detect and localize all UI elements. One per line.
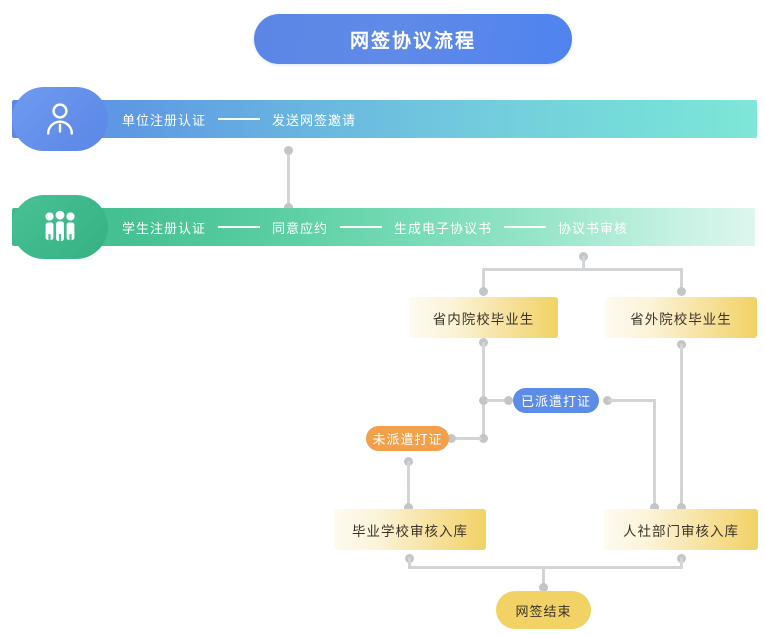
connector-merge-to-end	[542, 566, 545, 590]
connector-dot	[447, 434, 456, 443]
connector-dot	[404, 503, 413, 512]
connector-dot	[539, 583, 548, 592]
connector-dot	[284, 203, 293, 212]
connector-in-province-down	[482, 342, 485, 442]
lane-company-step-2: 发送网签邀请	[272, 112, 357, 128]
lane-student: 学生注册认证 同意应约 生成电子协议书 协议书审核	[12, 195, 755, 259]
lane-company-connector-1	[218, 118, 261, 120]
node-school-audit[interactable]: 毕业学校审核入库	[334, 509, 486, 550]
connector-school-merge	[408, 557, 411, 569]
connector-dot	[479, 287, 488, 296]
single-person-icon	[12, 87, 108, 151]
connector-dispatched-right	[608, 399, 656, 402]
connector-hr-merge	[680, 557, 683, 569]
page-title: 网签协议流程	[254, 14, 572, 64]
connector-dot	[603, 396, 612, 405]
lane-student-step-1: 学生注册认证	[122, 220, 207, 236]
lane-student-connector-3	[504, 226, 547, 228]
lane-student-connector-2	[340, 226, 383, 228]
connector-branch-right	[680, 268, 683, 290]
lane-student-bar	[12, 208, 755, 246]
connector-out-province-down	[680, 344, 683, 507]
lane-student-step-3: 生成电子协议书	[394, 220, 493, 236]
node-out-province-graduate[interactable]: 省外院校毕业生	[605, 297, 757, 338]
connector-not-dispatched-down	[407, 461, 410, 507]
node-dispatched[interactable]: 已派遣打证	[513, 388, 599, 413]
group-people-icon	[12, 195, 108, 259]
connector-dot	[284, 146, 293, 155]
node-not-dispatched[interactable]: 未派遣打证	[366, 426, 449, 451]
connector-dot	[479, 434, 488, 443]
lane-company-bar	[12, 100, 757, 138]
lane-student-step-2: 同意应约	[272, 220, 329, 236]
connector-dispatched-down	[653, 399, 656, 507]
node-end[interactable]: 网签结束	[496, 591, 591, 629]
connector-dot	[479, 396, 488, 405]
lane-student-steps: 学生注册认证 同意应约 生成电子协议书 协议书审核	[122, 208, 628, 246]
node-hr-audit[interactable]: 人社部门审核入库	[604, 509, 758, 550]
node-in-province-graduate[interactable]: 省内院校毕业生	[409, 297, 558, 338]
connector-company-to-student	[287, 150, 290, 208]
connector-to-not-dispatched	[452, 437, 482, 440]
lane-company-steps: 单位注册认证 发送网签邀请	[122, 100, 356, 138]
connector-dot	[677, 287, 686, 296]
connector-to-dispatched	[486, 399, 508, 402]
connector-branch-left	[482, 268, 485, 290]
connector-dot	[504, 396, 513, 405]
lane-company: 单位注册认证 发送网签邀请	[12, 87, 757, 151]
lane-student-connector-1	[218, 226, 261, 228]
connector-merge-horizontal	[408, 566, 683, 569]
connector-branch-horizontal	[483, 268, 683, 271]
connector-audit-down	[582, 256, 585, 270]
connector-dot	[650, 503, 659, 512]
lane-student-step-4: 协议书审核	[558, 220, 629, 236]
lane-company-step-1: 单位注册认证	[122, 112, 207, 128]
connector-dot	[677, 503, 686, 512]
